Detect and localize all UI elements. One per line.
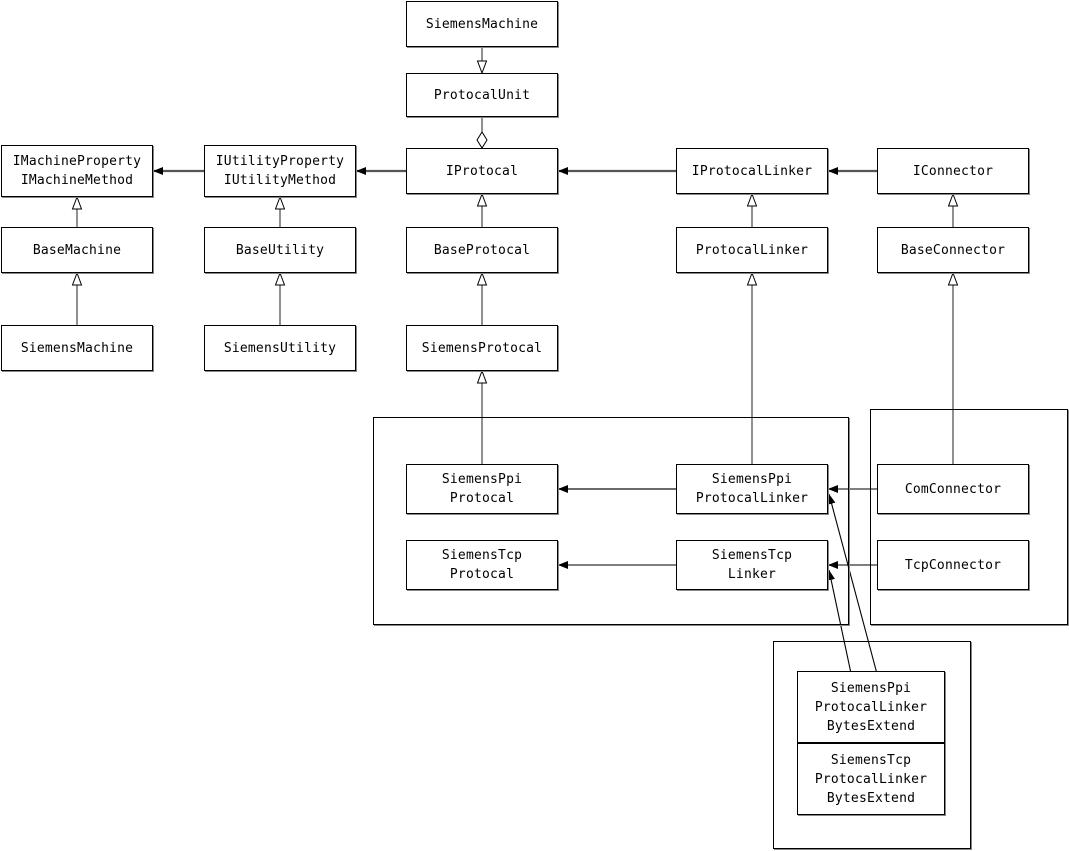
class-label: IConnector [912, 163, 994, 179]
group-protocal-impl [373, 417, 849, 625]
class-label: IMachineProperty IMachineMethod [12, 154, 142, 188]
class-label: SiemensUtility [223, 340, 337, 356]
class-box-baseutility[interactable]: BaseUtility [204, 227, 356, 273]
class-label: ComConnector [904, 481, 1002, 497]
class-label: BaseProtocal [433, 242, 531, 258]
class-label: SiemensPpi ProtocalLinker BytesExtend [814, 680, 928, 734]
class-label: SiemensPpi Protocal [441, 472, 523, 506]
class-box-imachineproperty[interactable]: IMachineProperty IMachineMethod [1, 145, 153, 197]
class-box-siemensppiprotocallinker[interactable]: SiemensPpi ProtocalLinker [676, 464, 828, 514]
class-label: BaseUtility [235, 242, 325, 258]
class-box-comconnector[interactable]: ComConnector [877, 464, 1029, 514]
class-label: ProtocalLinker [695, 242, 809, 258]
class-box-siemensprotocal[interactable]: SiemensProtocal [406, 325, 558, 371]
class-label: SiemensMachine [425, 16, 539, 32]
class-box-siemensppiprotocallinkerbytesextend[interactable]: SiemensPpi ProtocalLinker BytesExtend [797, 671, 945, 743]
class-label: SiemensTcp Protocal [441, 548, 523, 582]
class-box-baseprotocal[interactable]: BaseProtocal [406, 227, 558, 273]
class-box-baseconnector[interactable]: BaseConnector [877, 227, 1029, 273]
class-label: BaseConnector [900, 242, 1006, 258]
class-label: SiemensTcp ProtocalLinker BytesExtend [814, 752, 928, 806]
class-box-iprotocallinker[interactable]: IProtocalLinker [676, 148, 828, 194]
class-label: SiemensProtocal [421, 340, 543, 356]
class-box-protocalunit[interactable]: ProtocalUnit [406, 73, 558, 117]
class-label: SiemensMachine [20, 340, 134, 356]
class-box-siemensmachine-top[interactable]: SiemensMachine [406, 1, 558, 47]
class-box-iutilityproperty[interactable]: IUtilityProperty IUtilityMethod [204, 145, 356, 197]
class-box-siemensutility[interactable]: SiemensUtility [204, 325, 356, 371]
class-label: ProtocalUnit [433, 87, 531, 103]
group-connector-impl [870, 409, 1068, 625]
class-label: SiemensPpi ProtocalLinker [695, 472, 809, 506]
class-box-iconnector[interactable]: IConnector [877, 148, 1029, 194]
class-label: BaseMachine [32, 242, 122, 258]
class-box-siemenstcplinker[interactable]: SiemensTcp Linker [676, 540, 828, 590]
class-label: IProtocal [445, 163, 519, 179]
class-label: SiemensTcp Linker [711, 548, 793, 582]
class-box-protocallinker[interactable]: ProtocalLinker [676, 227, 828, 273]
class-box-siemensmachine[interactable]: SiemensMachine [1, 325, 153, 371]
class-label: IUtilityProperty IUtilityMethod [215, 154, 345, 188]
class-box-siemenstcpprotocal[interactable]: SiemensTcp Protocal [406, 540, 558, 590]
class-box-siemensppiprotocal[interactable]: SiemensPpi Protocal [406, 464, 558, 514]
class-label: TcpConnector [904, 557, 1002, 573]
class-box-siemenstcpprotocallinkerbytesextend[interactable]: SiemensTcp ProtocalLinker BytesExtend [797, 743, 945, 815]
class-label: IProtocalLinker [691, 163, 813, 179]
class-box-tcpconnector[interactable]: TcpConnector [877, 540, 1029, 590]
class-box-basemachine[interactable]: BaseMachine [1, 227, 153, 273]
class-box-iprotocal[interactable]: IProtocal [406, 148, 558, 194]
